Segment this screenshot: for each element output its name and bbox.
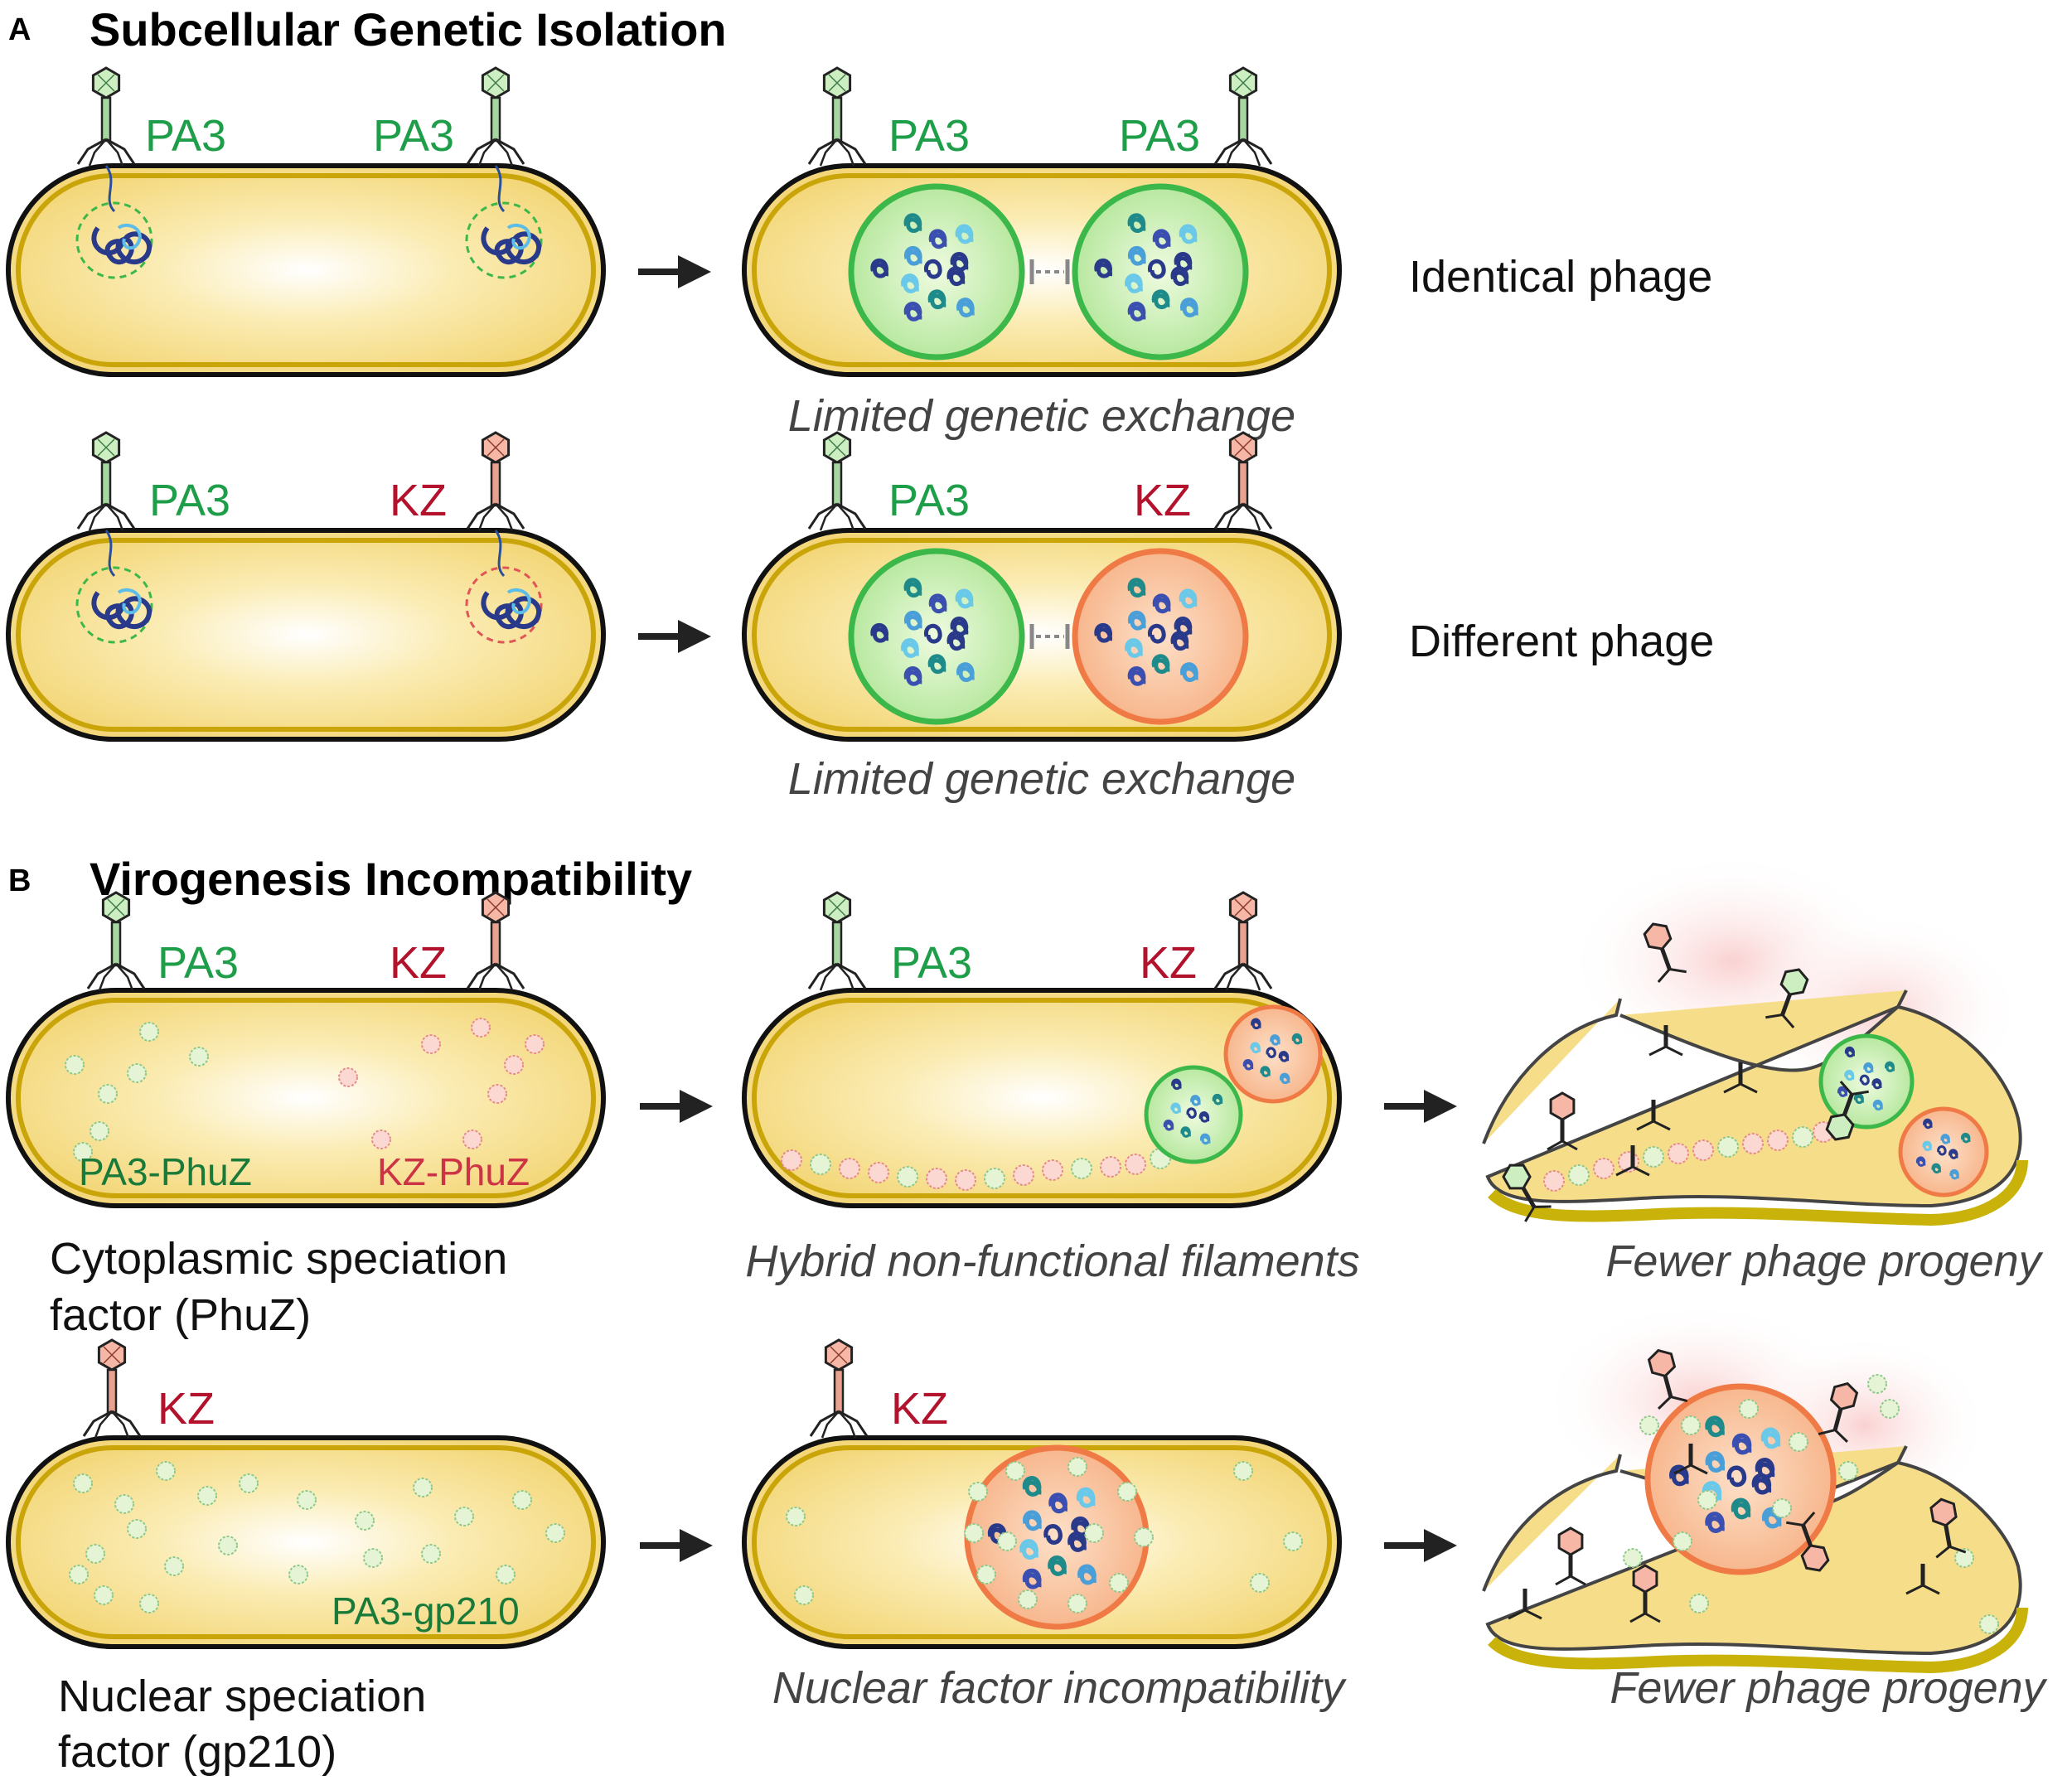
phage-progeny-kz-icon: [1629, 1564, 1661, 1623]
phage-progeny-kz-icon: [1555, 1526, 1586, 1586]
row-b1: PA3 KZ PA3-PhuZ KZ-PhuZ Cytoplasmic spec…: [6, 854, 2044, 1340]
phage-tail-fragment-icon: [1508, 1444, 1940, 1620]
bacterial-cell: [742, 528, 1342, 742]
injected-dna-icon: [75, 530, 153, 644]
panel-b-letter: B: [8, 864, 31, 898]
phage-label-pa3: PA3: [1119, 111, 1200, 161]
phage-nucleus-kz: [1223, 1004, 1323, 1104]
phage-label-pa3: PA3: [149, 476, 230, 525]
phage-kz-icon: [1213, 891, 1273, 991]
exchange-barrier: [1029, 624, 1070, 649]
caption: Limited genetic exchange: [788, 754, 1295, 804]
bacterial-cell: [6, 528, 606, 742]
phage-kz-icon: [1213, 431, 1273, 531]
phage-nucleus-pa3: [1818, 1033, 1915, 1130]
caption: Fewer phage progeny: [1610, 1663, 2047, 1713]
pa3-protein-subunits: [1623, 1374, 1999, 1634]
phage-kz-icon: [82, 1338, 142, 1439]
pa3-protein-subunits: [69, 1461, 565, 1613]
phage-kz-icon: [809, 1338, 869, 1439]
panel-a-title: Subcellular Genetic Isolation: [90, 3, 727, 56]
phage-label-pa3: PA3: [888, 476, 970, 525]
phage-nucleus-pa3: [848, 183, 1025, 360]
phage-pa3-icon: [76, 66, 136, 167]
phage-progeny-pa3-icon: [1825, 1080, 1869, 1141]
phage-label-pa3: PA3: [157, 938, 239, 988]
bacterial-cell: [6, 988, 606, 1208]
phage-progeny-kz-icon: [1786, 1511, 1830, 1572]
phage-progeny-kz-icon: [1929, 1497, 1967, 1559]
bacterial-cell: [6, 163, 606, 377]
factor-label: Cytoplasmic speciation: [50, 1234, 507, 1284]
phage-pa3-icon: [1213, 66, 1273, 167]
phage-label-kz: KZ: [390, 938, 447, 988]
outcome-label: Different phage: [1409, 617, 1714, 666]
factor-label: Nuclear speciation: [58, 1671, 426, 1721]
bacterial-cell: [742, 163, 1342, 377]
caption: Limited genetic exchange: [788, 391, 1295, 441]
factor-label: factor (PhuZ): [50, 1290, 311, 1340]
pa3-protein-subunits: [65, 1022, 209, 1162]
pa3-protein-subunits: [786, 1457, 1303, 1613]
phage-label-kz: KZ: [1140, 938, 1197, 988]
caption: Hybrid non-functional filaments: [745, 1236, 1359, 1286]
caption: Nuclear factor incompatibility: [772, 1663, 1347, 1713]
row-a1: PA3 PA3 PA3 PA3 Limited genetic exchange…: [6, 66, 1712, 441]
phage-label-pa3: PA3: [888, 111, 970, 161]
row-a2: PA3 KZ PA3 KZ Limited genetic exchange D…: [6, 431, 1714, 804]
phage-pa3-icon: [466, 66, 525, 167]
panel-a-letter: A: [8, 12, 31, 47]
injected-dna-icon: [465, 530, 543, 644]
exchange-barrier: [1029, 259, 1070, 284]
phage-pa3-icon: [86, 891, 146, 991]
phage-pa3-icon: [807, 66, 867, 167]
phage-pa3-icon: [76, 431, 136, 531]
bacterial-cell: [6, 1435, 606, 1649]
phage-progeny-kz-icon: [1643, 922, 1687, 984]
phage-nucleus-kz: [1898, 1106, 1989, 1197]
injected-dna-icon: [465, 165, 543, 279]
phage-nucleus-pa3: [1144, 1065, 1243, 1164]
phage-kz-icon: [466, 891, 525, 991]
phage-pa3-icon: [807, 891, 867, 991]
phage-progeny-kz-icon: [1818, 1381, 1859, 1443]
factor-label: factor (gp210): [58, 1727, 336, 1777]
phage-label-pa3: PA3: [145, 111, 226, 161]
kz-protein-subunits: [338, 1018, 545, 1149]
phage-tail-fragment-icon: [1615, 1025, 1758, 1177]
outcome-label: Identical phage: [1409, 252, 1712, 302]
phage-label-pa3: PA3: [891, 938, 972, 988]
phage-label-kz: KZ: [1134, 476, 1191, 525]
protein-label-kz-phuz: KZ-PhuZ: [377, 1150, 530, 1193]
row-b2: KZ PA3-gp210 Nuclear speciation factor (…: [6, 1301, 2048, 1777]
phage-progeny-pa3-icon: [1502, 1164, 1552, 1222]
phage-nucleus-kz: [964, 1444, 1150, 1630]
phage-label-pa3: PA3: [373, 111, 454, 161]
phage-progeny-kz-icon: [1547, 1091, 1578, 1151]
phage-nucleus-kz: [1072, 548, 1249, 725]
phage-label-kz: KZ: [390, 476, 447, 525]
phage-pa3-icon: [807, 431, 867, 531]
caption: Fewer phage progeny: [1605, 1236, 2043, 1286]
panel-b-title: Virogenesis Incompatibility: [90, 853, 692, 905]
phage-nucleus-pa3: [848, 548, 1025, 725]
phage-label-kz: KZ: [157, 1384, 215, 1434]
phage-label-kz: KZ: [891, 1384, 948, 1434]
phage-nucleus-pa3: [1072, 183, 1249, 360]
phage-kz-icon: [466, 431, 525, 531]
injected-dna-icon: [75, 165, 153, 279]
phage-progeny-kz-icon: [1647, 1348, 1688, 1410]
protein-label-pa3-phuz: PA3-PhuZ: [79, 1150, 252, 1193]
phage-progeny-pa3-icon: [1765, 968, 1809, 1029]
protein-label-pa3-gp210: PA3-gp210: [332, 1589, 520, 1633]
